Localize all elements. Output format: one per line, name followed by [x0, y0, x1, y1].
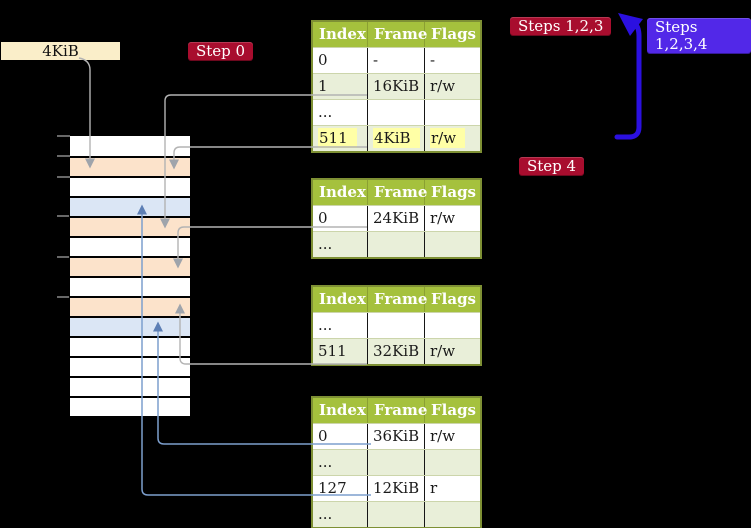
- badge-step-4: Step 4: [519, 157, 585, 176]
- cell-frame: [368, 100, 425, 125]
- cell-index: ...: [313, 502, 368, 527]
- memory-frame-row-white: [70, 136, 190, 156]
- table-row: 511 32KiB r/w: [313, 338, 480, 364]
- cell-frame: [368, 502, 425, 527]
- column-header-flags: Flags: [431, 183, 476, 201]
- memory-frame-row-white: [70, 356, 190, 376]
- badge-steps-1-2-3-4: Steps 1,2,3,4: [647, 18, 751, 54]
- memory-frame-row-white: [70, 236, 190, 256]
- table-header-row: Index Frame Flags: [313, 22, 480, 47]
- cell-flags: [425, 313, 480, 338]
- cell-index: 0: [313, 424, 368, 449]
- cell-flags: -: [430, 51, 436, 69]
- page-table-level-3: Index Frame Flags ... 511 32KiB r/w: [311, 285, 482, 366]
- cell-frame: 36KiB: [368, 424, 425, 449]
- table-header-row: Index Frame Flags: [313, 180, 480, 205]
- table-row: ...: [313, 449, 480, 475]
- column-header-flags: Flags: [431, 401, 476, 419]
- table-row: 0 24KiB r/w: [313, 205, 480, 231]
- badge-steps-1-2-3: Steps 1,2,3: [510, 17, 612, 36]
- column-header-frame: Frame: [368, 180, 427, 205]
- memory-frame-row-white: [70, 276, 190, 296]
- column-header-flags: Flags: [431, 290, 476, 308]
- cell-flags: [425, 100, 480, 125]
- cell-flags: r/w: [430, 209, 456, 227]
- frame-size-label: 4KiB: [1, 42, 120, 60]
- page-table-level-1: Index Frame Flags 0 - - 1 16KiB r/w ... …: [311, 20, 482, 153]
- memory-frame-row-blue: [70, 316, 190, 336]
- column-header-index: Index: [313, 180, 368, 205]
- table-row: ...: [313, 99, 480, 125]
- steps-loop-arrow: [614, 13, 643, 140]
- table-header-row: Index Frame Flags: [313, 287, 480, 312]
- column-header-index: Index: [313, 287, 368, 312]
- column-header-frame: Frame: [368, 22, 427, 47]
- memory-frame-row-orange: [70, 156, 190, 176]
- page-table-level-2: Index Frame Flags 0 24KiB r/w ...: [311, 178, 482, 259]
- table-row: ...: [313, 231, 480, 257]
- memory-frame-row-orange: [70, 256, 190, 276]
- table-header-row: Index Frame Flags: [313, 398, 480, 423]
- cell-frame: 4KiB: [368, 126, 425, 151]
- cell-frame: [368, 232, 425, 257]
- cell-flags: r: [430, 479, 438, 497]
- cell-frame: [368, 313, 425, 338]
- memory-frame-row-white: [70, 336, 190, 356]
- physical-memory-column: [70, 136, 190, 416]
- table-row: ...: [313, 501, 480, 527]
- memory-frame-row-white: [70, 376, 190, 396]
- highlighted-value: 511: [318, 128, 357, 148]
- highlighted-value: 4KiB: [373, 128, 420, 148]
- cell-flags: [425, 502, 480, 527]
- column-header-frame: Frame: [368, 398, 427, 423]
- column-header-index: Index: [313, 22, 368, 47]
- cell-index: ...: [313, 232, 368, 257]
- cell-frame: 12KiB: [368, 476, 425, 501]
- table-row: 1 16KiB r/w: [313, 73, 480, 99]
- cell-flags: r/w: [425, 126, 480, 151]
- cell-index: 1: [313, 74, 368, 99]
- memory-frame-row-white: [70, 396, 190, 416]
- table-row: 0 36KiB r/w: [313, 423, 480, 449]
- cell-flags: [425, 232, 480, 257]
- cell-index: 511: [313, 126, 368, 151]
- cell-frame: -: [368, 48, 425, 73]
- cell-flags: r/w: [430, 342, 456, 360]
- cell-flags: r/w: [430, 77, 456, 95]
- column-header-index: Index: [313, 398, 368, 423]
- cell-flags: [425, 450, 480, 475]
- table-row-highlighted: 511 4KiB r/w: [313, 125, 480, 151]
- cell-index: ...: [313, 450, 368, 475]
- cell-index: 511: [313, 339, 368, 364]
- cell-flags: r/w: [430, 427, 456, 445]
- page-table-level-4: Index Frame Flags 0 36KiB r/w ... 127 12…: [311, 396, 482, 528]
- memory-frame-row-blue: [70, 196, 190, 216]
- table-row: 127 12KiB r: [313, 475, 480, 501]
- cell-frame: [368, 450, 425, 475]
- memory-frame-row-orange: [70, 296, 190, 316]
- cell-frame: 32KiB: [368, 339, 425, 364]
- highlighted-value: r/w: [430, 128, 466, 148]
- memory-frame-row-white: [70, 176, 190, 196]
- column-header-frame: Frame: [368, 287, 427, 312]
- table-row: 0 - -: [313, 47, 480, 73]
- badge-step-0: Step 0: [188, 42, 254, 61]
- cell-index: 0: [313, 206, 368, 231]
- column-header-flags: Flags: [431, 25, 476, 43]
- memory-tick-marks: [57, 135, 70, 298]
- cell-index: ...: [313, 100, 368, 125]
- table-row: ...: [313, 312, 480, 338]
- cell-index: 127: [313, 476, 368, 501]
- cell-index: 0: [313, 48, 368, 73]
- cell-index: ...: [313, 313, 368, 338]
- cell-frame: 24KiB: [368, 206, 425, 231]
- memory-frame-row-orange: [70, 216, 190, 236]
- cell-frame: 16KiB: [368, 74, 425, 99]
